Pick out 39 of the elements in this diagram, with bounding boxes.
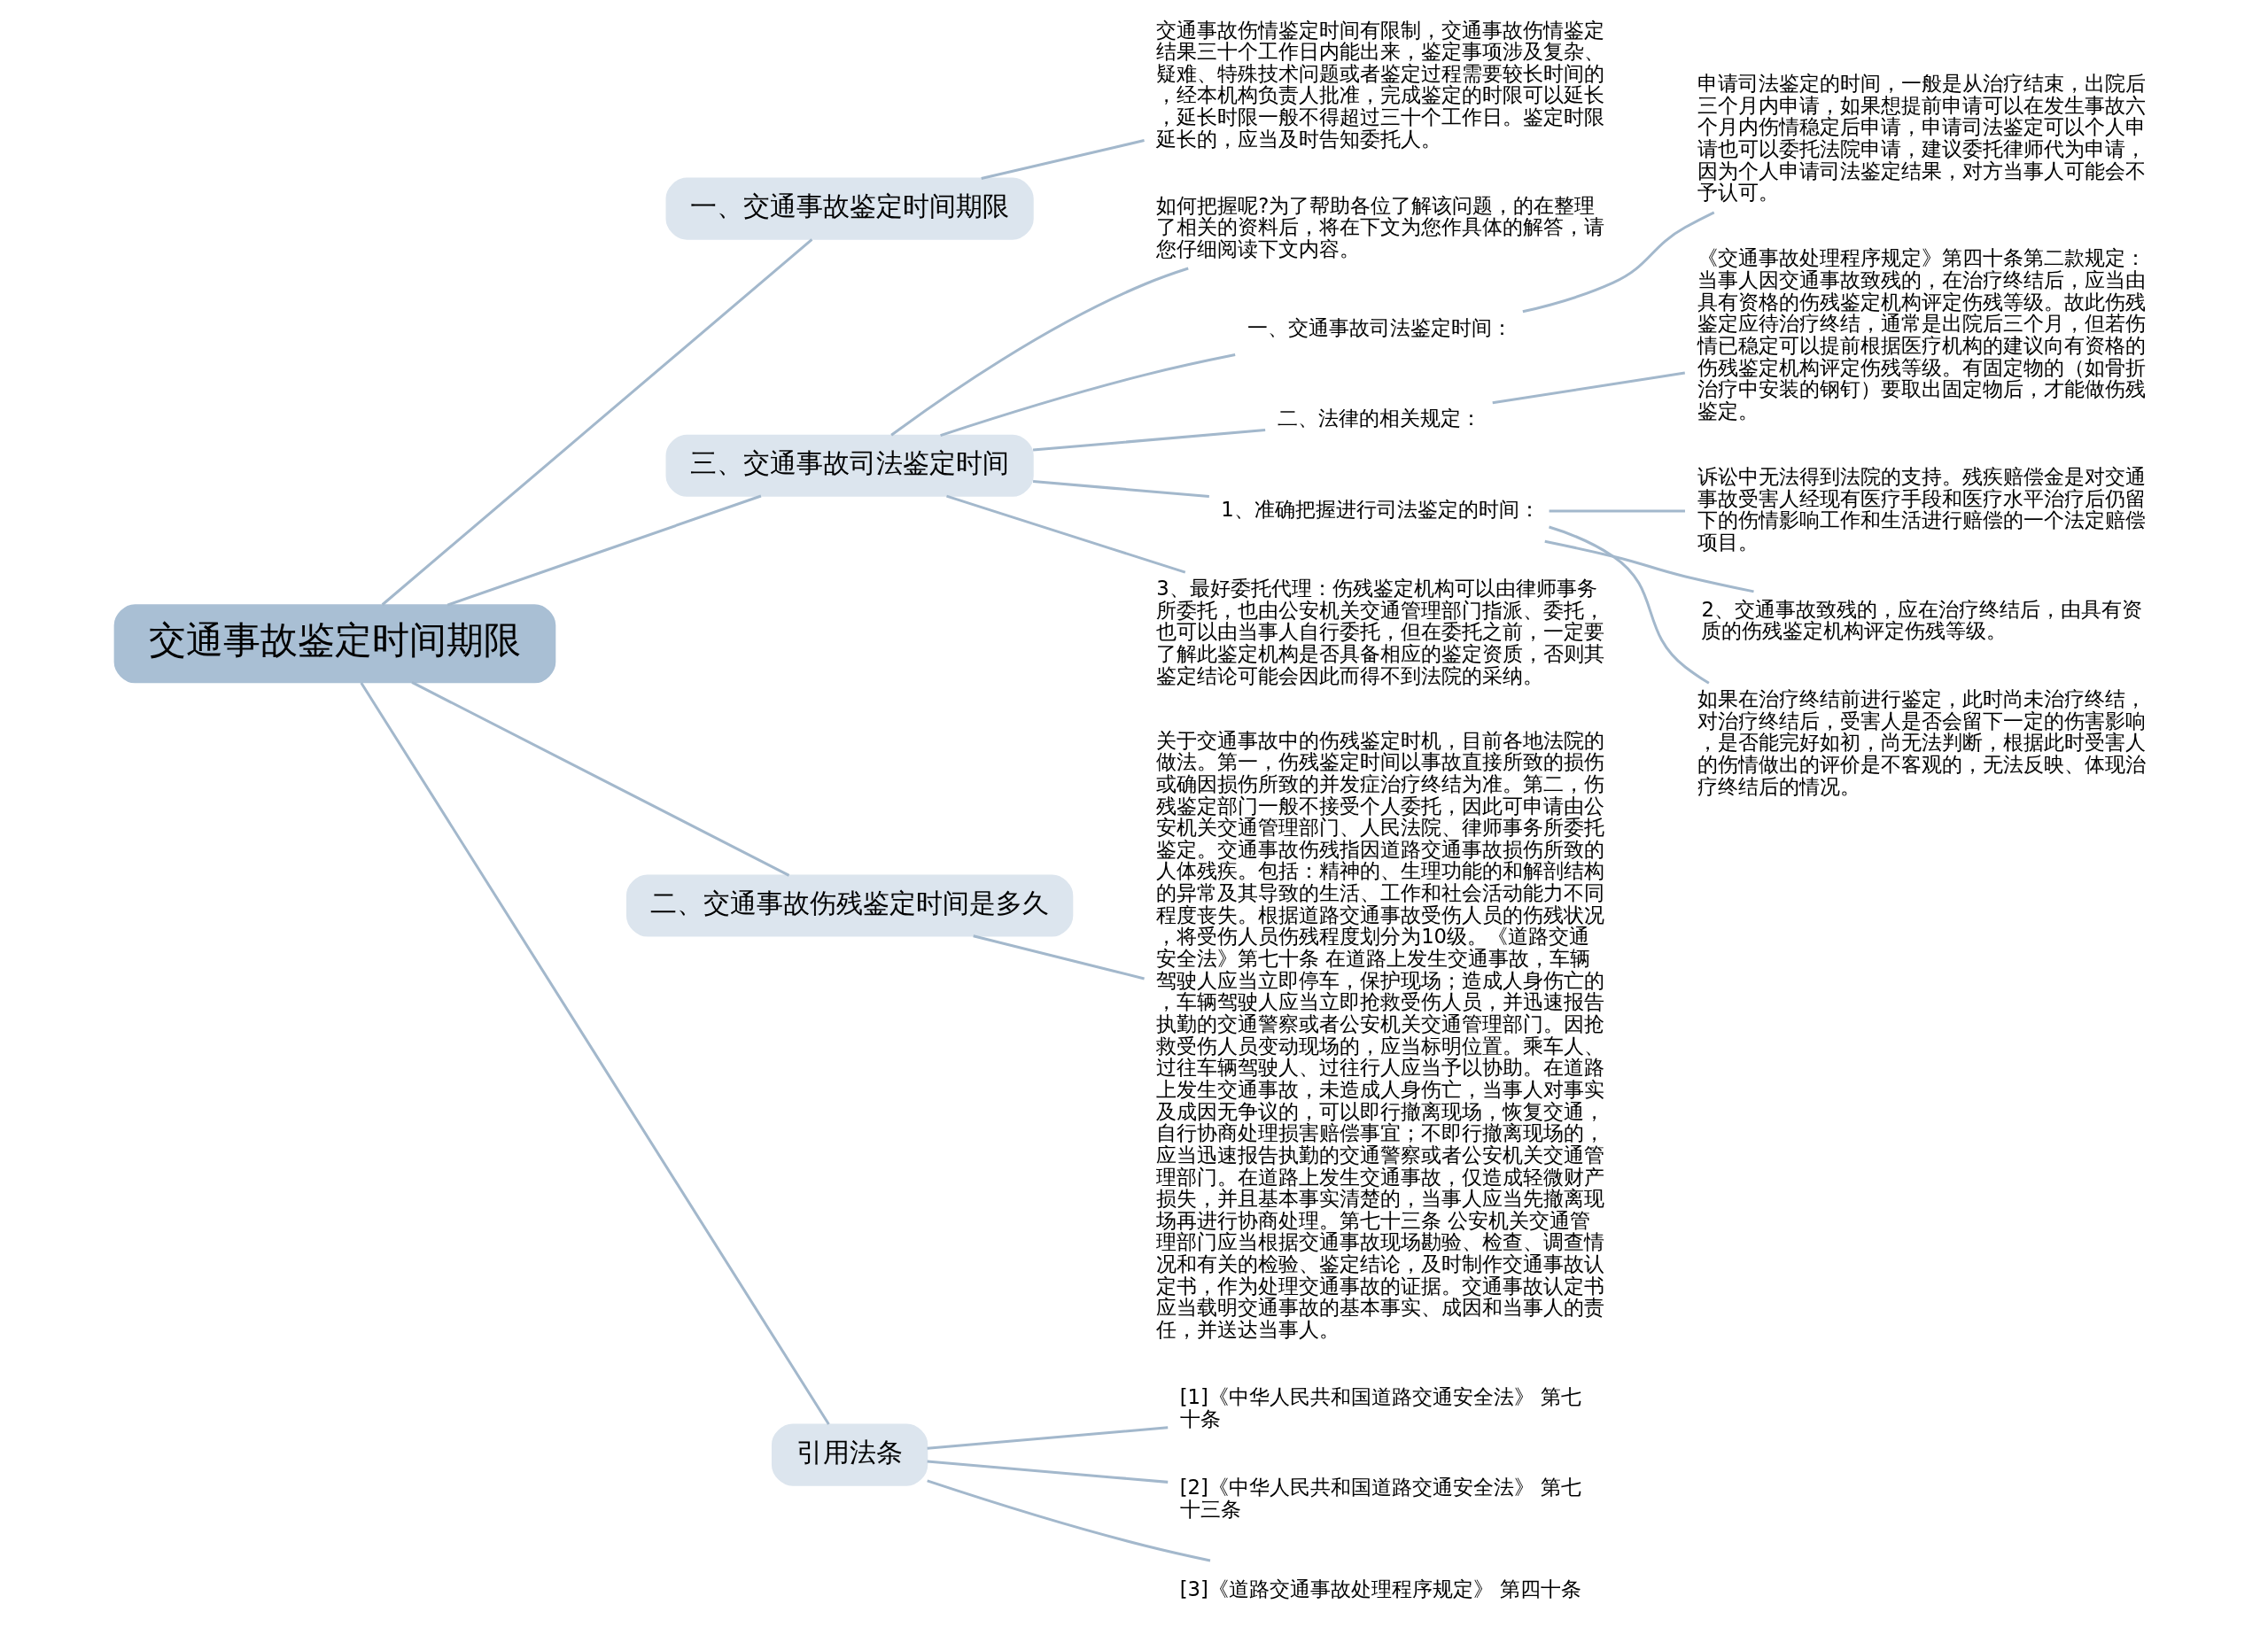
connector	[945, 494, 1185, 574]
connector	[972, 934, 1145, 980]
node-text: 申请司法鉴定的时间，一般是从治疗结束，出院后三个月内申请，如果想提前申请可以在发生事故六个月内伤情稳定后申请，申请司法鉴定可以个人申请也可以委托法院申请，建议委托律师代为申请，因为个人申请司法鉴定结果，对方当事人可能会不予认可。	[1697, 72, 2146, 205]
connector	[447, 494, 761, 607]
node-text: 如何把握呢?为了帮助各位了解该问题，的在整理了相关的资料后，将在下文为您作具体的解答，请您仔细阅读下文内容。	[1155, 193, 1604, 260]
connector	[1549, 509, 1685, 513]
node-text: 3、最好委托代理：伤残鉴定机构可以由律师事务所委托，也由公安机关交通管理部门指派、委托，也可以由当事人自行委托，但在委托之前，一定要了解此鉴定机构是否具备相应的鉴定资质，否则其鉴定结论可能会因此而得不到法院的采纳。	[1155, 576, 1604, 687]
node-text: 如果在治疗终结前进行鉴定，此时尚未治疗终结，对治疗终结后，受害人是否会留下一定的伤害影响，是否能完好如初，尚无法判断，根据此时受害人的伤情做出的评价是不客观的，无法反映、体现治疗终结后的情况。	[1697, 687, 2146, 798]
node-box: 二、交通事故伤残鉴定时间是多久	[625, 874, 1073, 937]
connector	[381, 238, 812, 606]
node-text: 二、法律的相关规定：	[1277, 407, 1481, 430]
connector	[359, 682, 830, 1425]
node-text: [3]《道路交通事故处理程序规定》 第四十条	[1179, 1577, 1581, 1601]
connector	[1032, 479, 1209, 499]
node-text: 《交通事故处理程序规定》第四十条第二款规定：当事人因交通事故致残的，在治疗终结后，应当由具有资格的伤残鉴定机构评定伤残等级。故此伤残鉴定应待治疗终结，通常是出院后三个月，但若伤情已稳定可以提前根据医疗机构的建议向有资格的伤残鉴定机构评定伤残等级。有固定物的（如骨折治疗中安装的钢钉）要取出固定物后，才能做伤残鉴定。	[1697, 246, 2146, 422]
node-text: 关于交通事故中的伤残鉴定时机，目前各地法院的做法。第一，伤残鉴定时间以事故直接所致的损伤或确因损伤所致的并发症治疗终结为准。第二，伤残鉴定部门一般不接受个人委托，因此可申请由公安机关交通管理部门、人民法院、律师事务所委托鉴定。交通事故伤残指因道路交通事故损伤所致的人体残疾。包括：精神的、生理功能的和解剖结构的异常及其导致的生活、工作和社会活动能力不同程度丧失。根据道路交通事故受伤人员的伤残状况，将受伤人员伤残程度划分为10级。《道路交通安全法》第七十条 在道路上发生交通事故，车辆驾驶人应当立即停车，保护现场；造成人身伤亡的，车辆驾驶人应当立即抢救受伤人员，并迅速报告执勤的交通警察或者公安机关交通管理部门。因抢救受伤人员变动现场的，应当标明位置。乘车人、过往车辆驾驶人、过往行人应当予以协助。在道路上发生交通事故，未造成人身伤亡，当事人对事实及成因无争议的，可以即行撤离现场，恢复交通，自行协商处理损害赔偿事宜；不即行撤离现场的，应当迅速报告执勤的交通警察或者公安机关交通管理部门。在道路上发生交通事故，仅造成轻微财产损失，并且基本事实清楚的，当事人应当先撤离现场再进行协商处理。第七十三条 公安机关交通管理部门应当根据交通事故现场勘验、检查、调查情况和有关的检验、鉴定结论，及时制作交通事故认定书，作为处理交通事故的证据。交通事故认定书应当载明交通事故的基本事实、成因和当事人的责任，并送达当事人。	[1155, 728, 1604, 1342]
node-text: 诉讼中无法得到法院的支持。残疾赔偿金是对交通事故受害人经现有医疗手段和医疗水平治疗后仍留下的伤情影响工作和生活进行赔偿的一个法定赔偿项目。	[1697, 464, 2146, 554]
connector	[927, 1460, 1168, 1484]
connector	[1543, 539, 1754, 593]
connector	[926, 1479, 1210, 1562]
connector	[410, 681, 789, 877]
connector	[1492, 371, 1685, 405]
node-box: 引用法条	[771, 1423, 928, 1486]
node-text: 2、交通事故致残的，应在治疗终结后，由具有资质的伤残鉴定机构评定伤残等级。	[1700, 597, 2142, 643]
node-text: [1]《中华人民共和国道路交通安全法》 第七十条	[1179, 1384, 1581, 1430]
connector	[889, 267, 1189, 437]
node-text: [2]《中华人民共和国道路交通安全法》 第七十三条	[1179, 1476, 1581, 1521]
node-text: 1、准确把握进行司法鉴定的时间：	[1220, 497, 1540, 521]
connector	[1032, 428, 1265, 452]
node-box: 三、交通事故司法鉴定时间	[665, 434, 1034, 497]
connector	[980, 139, 1145, 180]
node-box: 交通事故鉴定时间期限	[113, 604, 555, 684]
connector	[939, 353, 1235, 437]
node-box: 一、交通事故鉴定时间期限	[665, 177, 1034, 240]
node-text: 一、交通事故司法鉴定时间：	[1247, 316, 1512, 340]
node-text: 交通事故伤情鉴定时间有限制，交通事故伤情鉴定结果三十个工作日内能出来，鉴定事项涉及复杂、疑难、特殊技术问题或者鉴定过程需要较长时间的，经本机构负责人批准，完成鉴定的时限可以延长，延长时限一般不得超过三十个工作日。鉴定时限延长的，应当及时告知委托人。	[1155, 18, 1604, 151]
connector	[927, 1426, 1168, 1450]
connector	[1548, 525, 1710, 685]
connector	[1522, 211, 1714, 314]
